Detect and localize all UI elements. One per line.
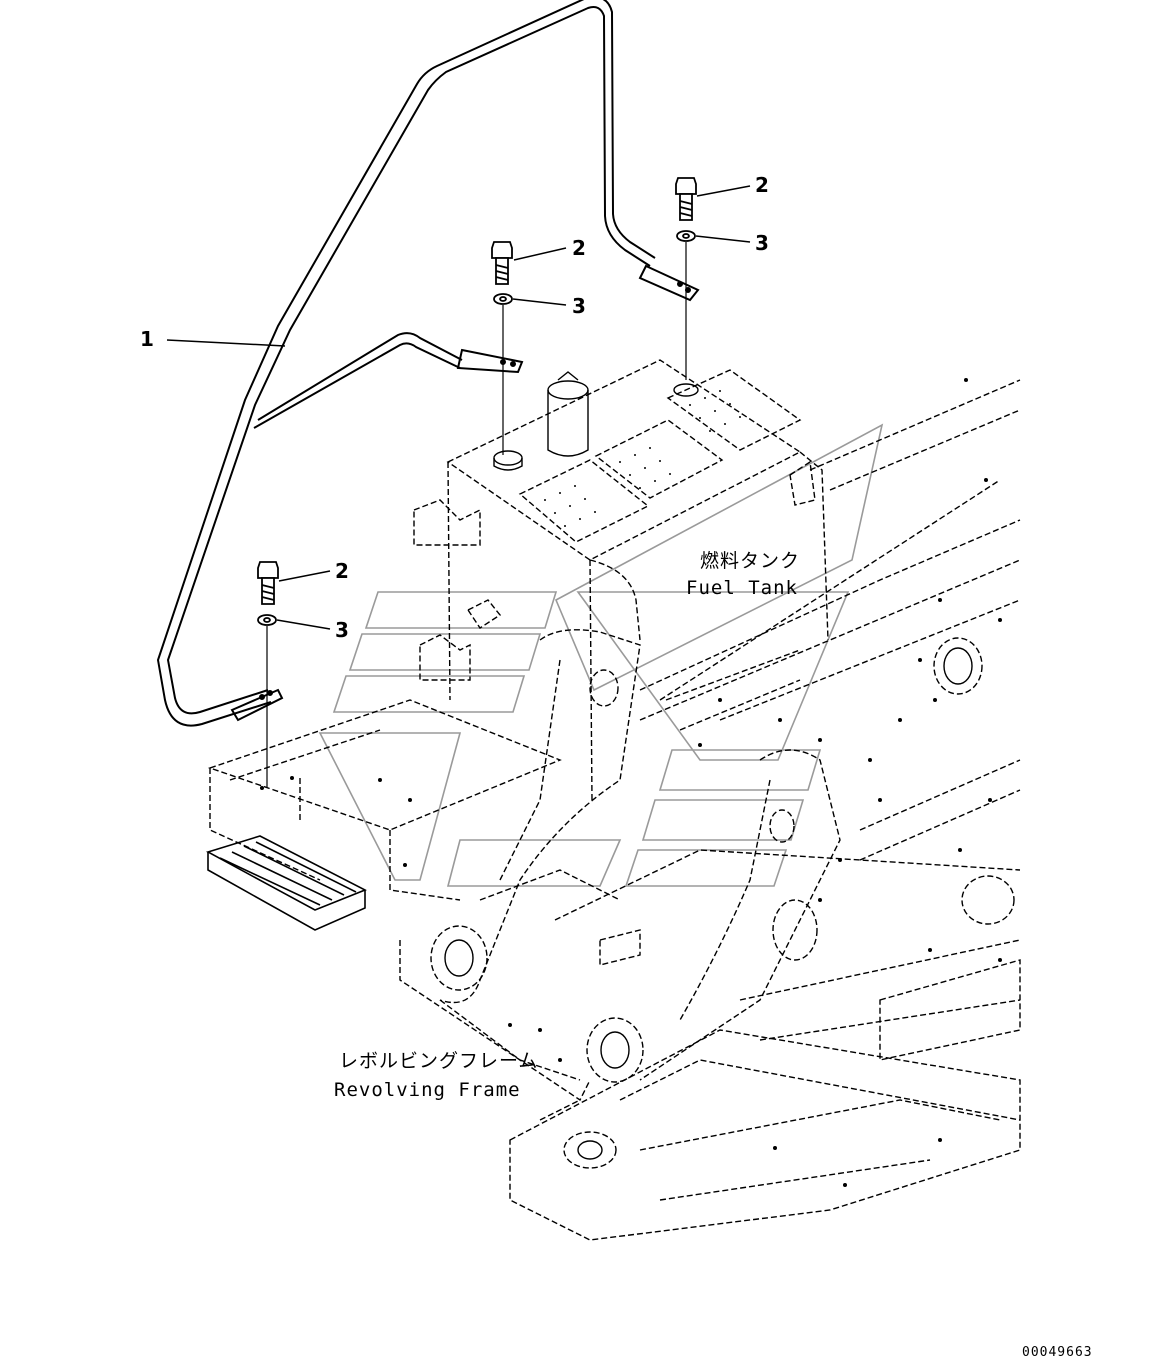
callout-bolt-top-right: 2 [755, 173, 769, 197]
callout-washer-middle: 3 [572, 294, 586, 318]
fuel-tank-label-en: Fuel Tank [686, 577, 798, 599]
step [205, 835, 367, 931]
bolt-top-right [675, 177, 697, 221]
bolt-middle [491, 241, 513, 285]
washer-left [257, 614, 277, 626]
washer-middle [493, 293, 513, 305]
left-platform [207, 699, 562, 901]
center-lines [266, 242, 687, 788]
callout-handrail: 1 [140, 327, 154, 351]
callout-bolt-left: 2 [335, 559, 349, 583]
frame-label-jp: レボルビングフレーム [339, 1050, 538, 1072]
revolving-frame [399, 379, 1021, 1241]
washer-top-right [676, 230, 696, 242]
document-id: 00049663 [1022, 1345, 1093, 1360]
watermark-logo [318, 423, 884, 887]
frame-label-en: Revolving Frame [334, 1079, 521, 1101]
bolt-left [257, 561, 279, 605]
leader-lines [166, 185, 751, 630]
handrail [156, 0, 700, 727]
callout-bolt-middle: 2 [572, 236, 586, 260]
tank-hatch-dots [544, 390, 741, 527]
callout-washer-top-right: 3 [755, 231, 769, 255]
fuel-tank [413, 359, 829, 801]
frame-rivets [260, 378, 1002, 1187]
callout-washer-left: 3 [335, 618, 349, 642]
fuel-tank-label-jp: 燃料タンク [700, 550, 800, 572]
